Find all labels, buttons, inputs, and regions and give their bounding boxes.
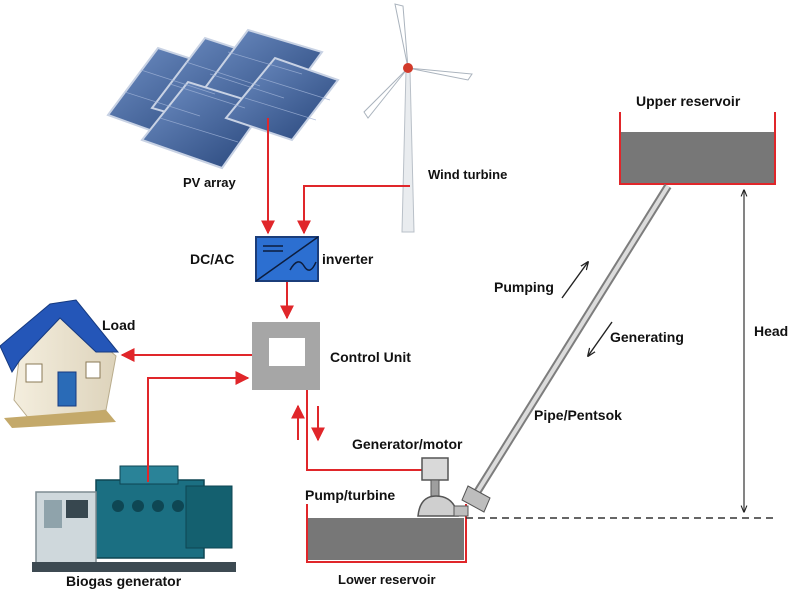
upper-reservoir-label: Upper reservoir bbox=[636, 93, 741, 109]
dc-ac-label: DC/AC bbox=[190, 251, 234, 267]
pump-turbine-label: Pump/turbine bbox=[305, 487, 395, 503]
power-flow-lines bbox=[120, 118, 422, 482]
pipe-label: Pipe/Pentsok bbox=[534, 407, 622, 423]
wind-to-inverter-arrow bbox=[297, 185, 410, 235]
pumping-arrow bbox=[561, 262, 588, 299]
control-unit-label: Control Unit bbox=[330, 349, 411, 365]
wind-turbine-label: Wind turbine bbox=[428, 167, 507, 182]
control-to-generator-line bbox=[306, 390, 422, 471]
pv-array-label: PV array bbox=[183, 175, 237, 190]
lower-reservoir bbox=[306, 504, 467, 563]
generator-motor-unit bbox=[417, 457, 469, 517]
control-unit-box bbox=[252, 322, 320, 390]
head-label: Head bbox=[754, 323, 788, 339]
inverter-icon bbox=[255, 236, 319, 282]
penstock-pipe bbox=[461, 183, 672, 513]
biogas-generator-icon bbox=[32, 465, 236, 572]
load-label: Load bbox=[102, 317, 135, 333]
house-icon bbox=[0, 299, 120, 428]
upper-reservoir bbox=[619, 112, 776, 185]
lower-reservoir-label: Lower reservoir bbox=[338, 572, 436, 587]
generating-label: Generating bbox=[610, 329, 684, 345]
wind-turbine-icon bbox=[363, 3, 473, 233]
inverter-label: inverter bbox=[322, 251, 374, 267]
generating-arrow bbox=[588, 321, 613, 356]
pumping-label: Pumping bbox=[494, 279, 554, 295]
solar-panel-icon bbox=[106, 28, 340, 170]
biogas-generator-label: Biogas generator bbox=[66, 573, 182, 589]
generator-motor-label: Generator/motor bbox=[352, 436, 463, 452]
biogas-to-control-arrow bbox=[147, 371, 250, 482]
